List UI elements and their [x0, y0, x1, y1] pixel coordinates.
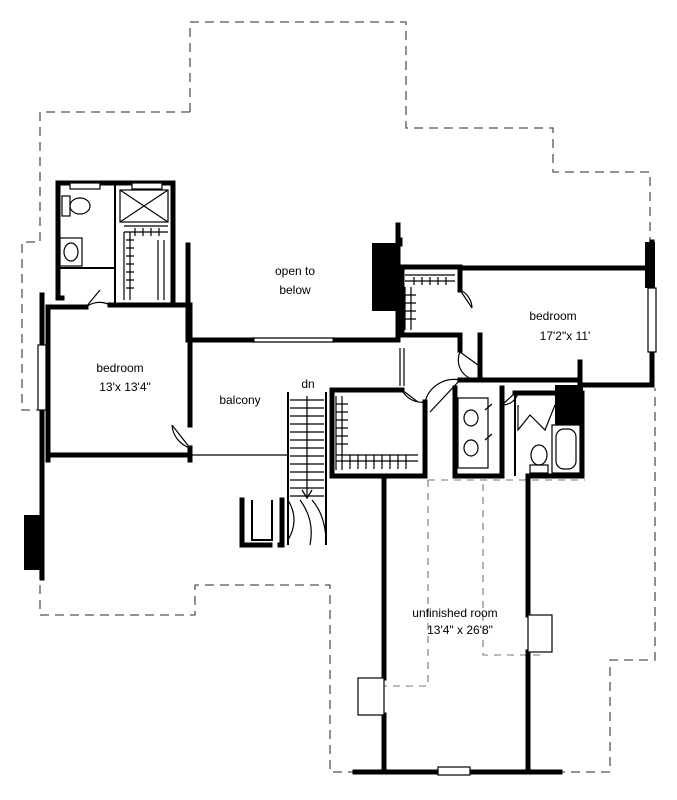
walls	[39, 180, 655, 775]
door-pocket	[399, 348, 405, 386]
door-middle-closet	[401, 389, 426, 403]
chimneys	[24, 242, 655, 570]
doors	[85, 289, 519, 449]
door-right-bedroom	[457, 351, 481, 381]
closet-shelving	[123, 225, 556, 470]
door-bath	[85, 289, 111, 308]
door-bath-right	[501, 392, 519, 406]
balcony-label: balcony	[219, 393, 260, 407]
window-unfinished-right	[527, 614, 553, 653]
window-bath	[131, 182, 163, 190]
door-hall	[424, 378, 461, 413]
bedroom-left-size: 13'x 13'4"	[99, 380, 151, 394]
windows	[37, 182, 657, 776]
bedroom-right-name: bedroom	[529, 309, 576, 323]
door-left-bedroom	[171, 424, 191, 449]
bedroom-right-size: 17'2"x 11'	[540, 329, 591, 343]
toilet-lower	[529, 444, 549, 474]
bedroom-left-name: bedroom	[96, 361, 143, 375]
room-labels: open to below bedroom 13'x 13'4" bedroom…	[96, 264, 590, 637]
window-right-bedroom	[647, 287, 657, 353]
lavatory-upper	[59, 237, 83, 267]
stair-down-label: dn	[301, 377, 314, 391]
unfinished-room-interior-outline	[362, 479, 585, 687]
chimney-lower	[24, 515, 42, 570]
door-closet-right	[459, 289, 473, 309]
stair-arrow	[301, 396, 313, 500]
unfinished-room-size: 13'4" x 26'8"	[427, 623, 493, 637]
window-wc	[69, 182, 101, 190]
fixtures	[59, 189, 581, 474]
window-left-bedroom	[37, 344, 47, 411]
open-to-below-label-line2: below	[279, 283, 311, 297]
toilet-upper	[61, 195, 91, 217]
lavatory-double	[457, 397, 493, 469]
shower	[119, 189, 169, 223]
roof-outline	[21, 21, 656, 773]
flue-block	[555, 385, 583, 425]
wall-post	[645, 242, 655, 288]
open-to-below-label-line1: open to	[275, 264, 315, 278]
bathtub	[551, 424, 581, 474]
chimney-upper	[372, 243, 398, 311]
window-unfinished-left	[357, 677, 385, 716]
unfinished-room-name: unfinished room	[412, 606, 497, 620]
window-unfinished-bottom	[437, 766, 471, 776]
stair	[287, 396, 327, 546]
